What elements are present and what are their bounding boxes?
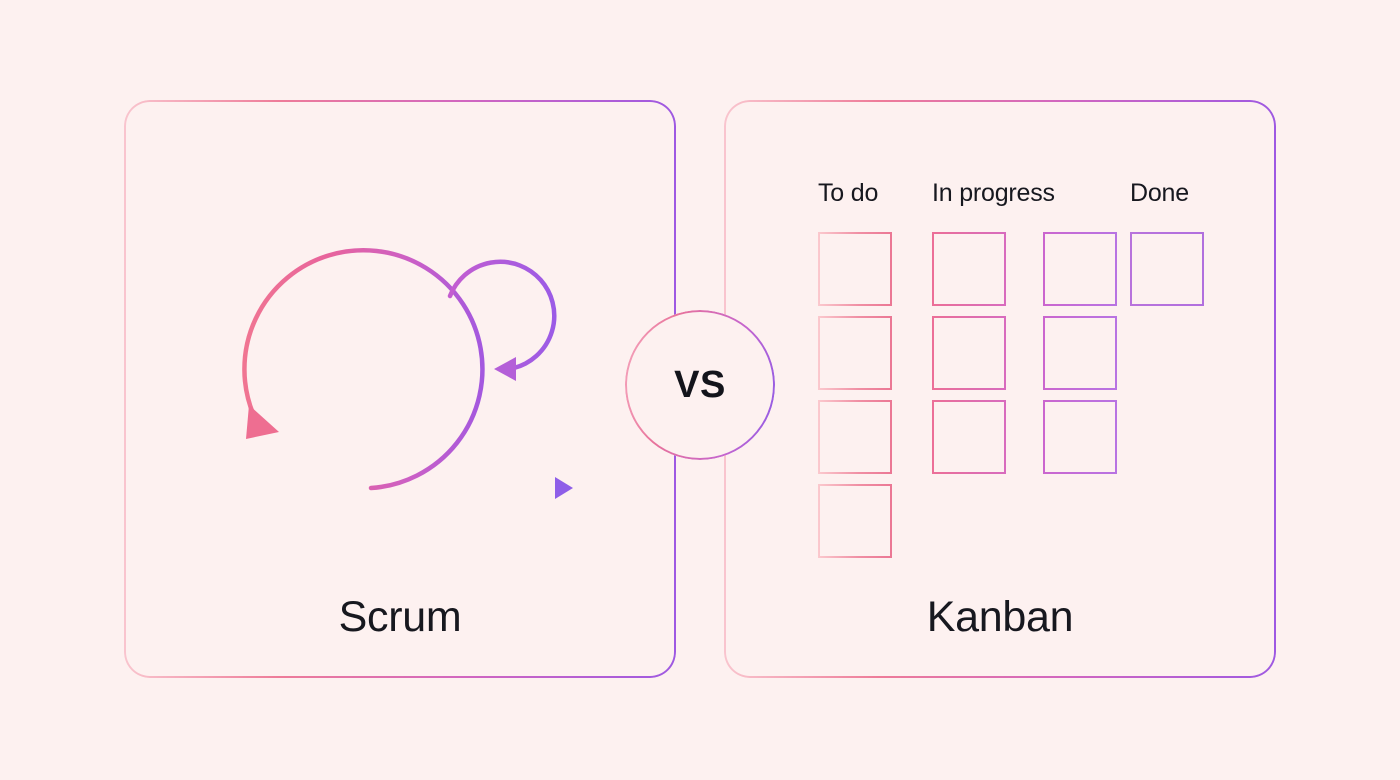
scrum-iteration-loop-icon	[182, 248, 573, 499]
kanban-card[interactable]	[932, 232, 1006, 306]
kanban-card[interactable]	[932, 400, 1006, 474]
kanban-column-header: Done	[1130, 179, 1189, 207]
kanban-column-in-progress: In progress	[932, 176, 1117, 474]
kanban-card[interactable]	[818, 484, 892, 558]
kanban-column-stacks	[932, 232, 1117, 474]
kanban-card-stack	[1130, 232, 1204, 306]
kanban-card-stack	[818, 232, 892, 558]
kanban-card[interactable]	[1130, 232, 1204, 306]
kanban-card[interactable]	[932, 316, 1006, 390]
kanban-board: To do In progress Done	[818, 176, 1218, 558]
kanban-card-stack	[932, 232, 1006, 474]
kanban-card[interactable]	[818, 316, 892, 390]
kanban-card[interactable]	[1043, 232, 1117, 306]
kanban-panel[interactable]: Kanban	[724, 100, 1276, 678]
kanban-card[interactable]	[818, 400, 892, 474]
kanban-card[interactable]	[1043, 316, 1117, 390]
vs-label: VS	[674, 363, 726, 406]
kanban-column-done: Done	[1130, 176, 1204, 306]
kanban-column-header: To do	[818, 179, 879, 207]
kanban-column-stacks	[818, 232, 892, 558]
vs-circle-icon: VS	[625, 310, 775, 460]
scrum-panel[interactable]: Scrum	[124, 100, 676, 678]
kanban-card-stack	[1043, 232, 1117, 474]
kanban-panel-label: Kanban	[926, 593, 1074, 641]
kanban-card[interactable]	[1043, 400, 1117, 474]
kanban-column-to-do: To do	[818, 176, 892, 558]
kanban-column-header: In progress	[932, 179, 1055, 207]
large-sprint-loop	[242, 248, 485, 491]
small-retrospective-loop	[447, 259, 557, 381]
scrum-panel-label: Scrum	[338, 593, 462, 641]
kanban-column-stacks	[1130, 232, 1204, 306]
kanban-card[interactable]	[818, 232, 892, 306]
